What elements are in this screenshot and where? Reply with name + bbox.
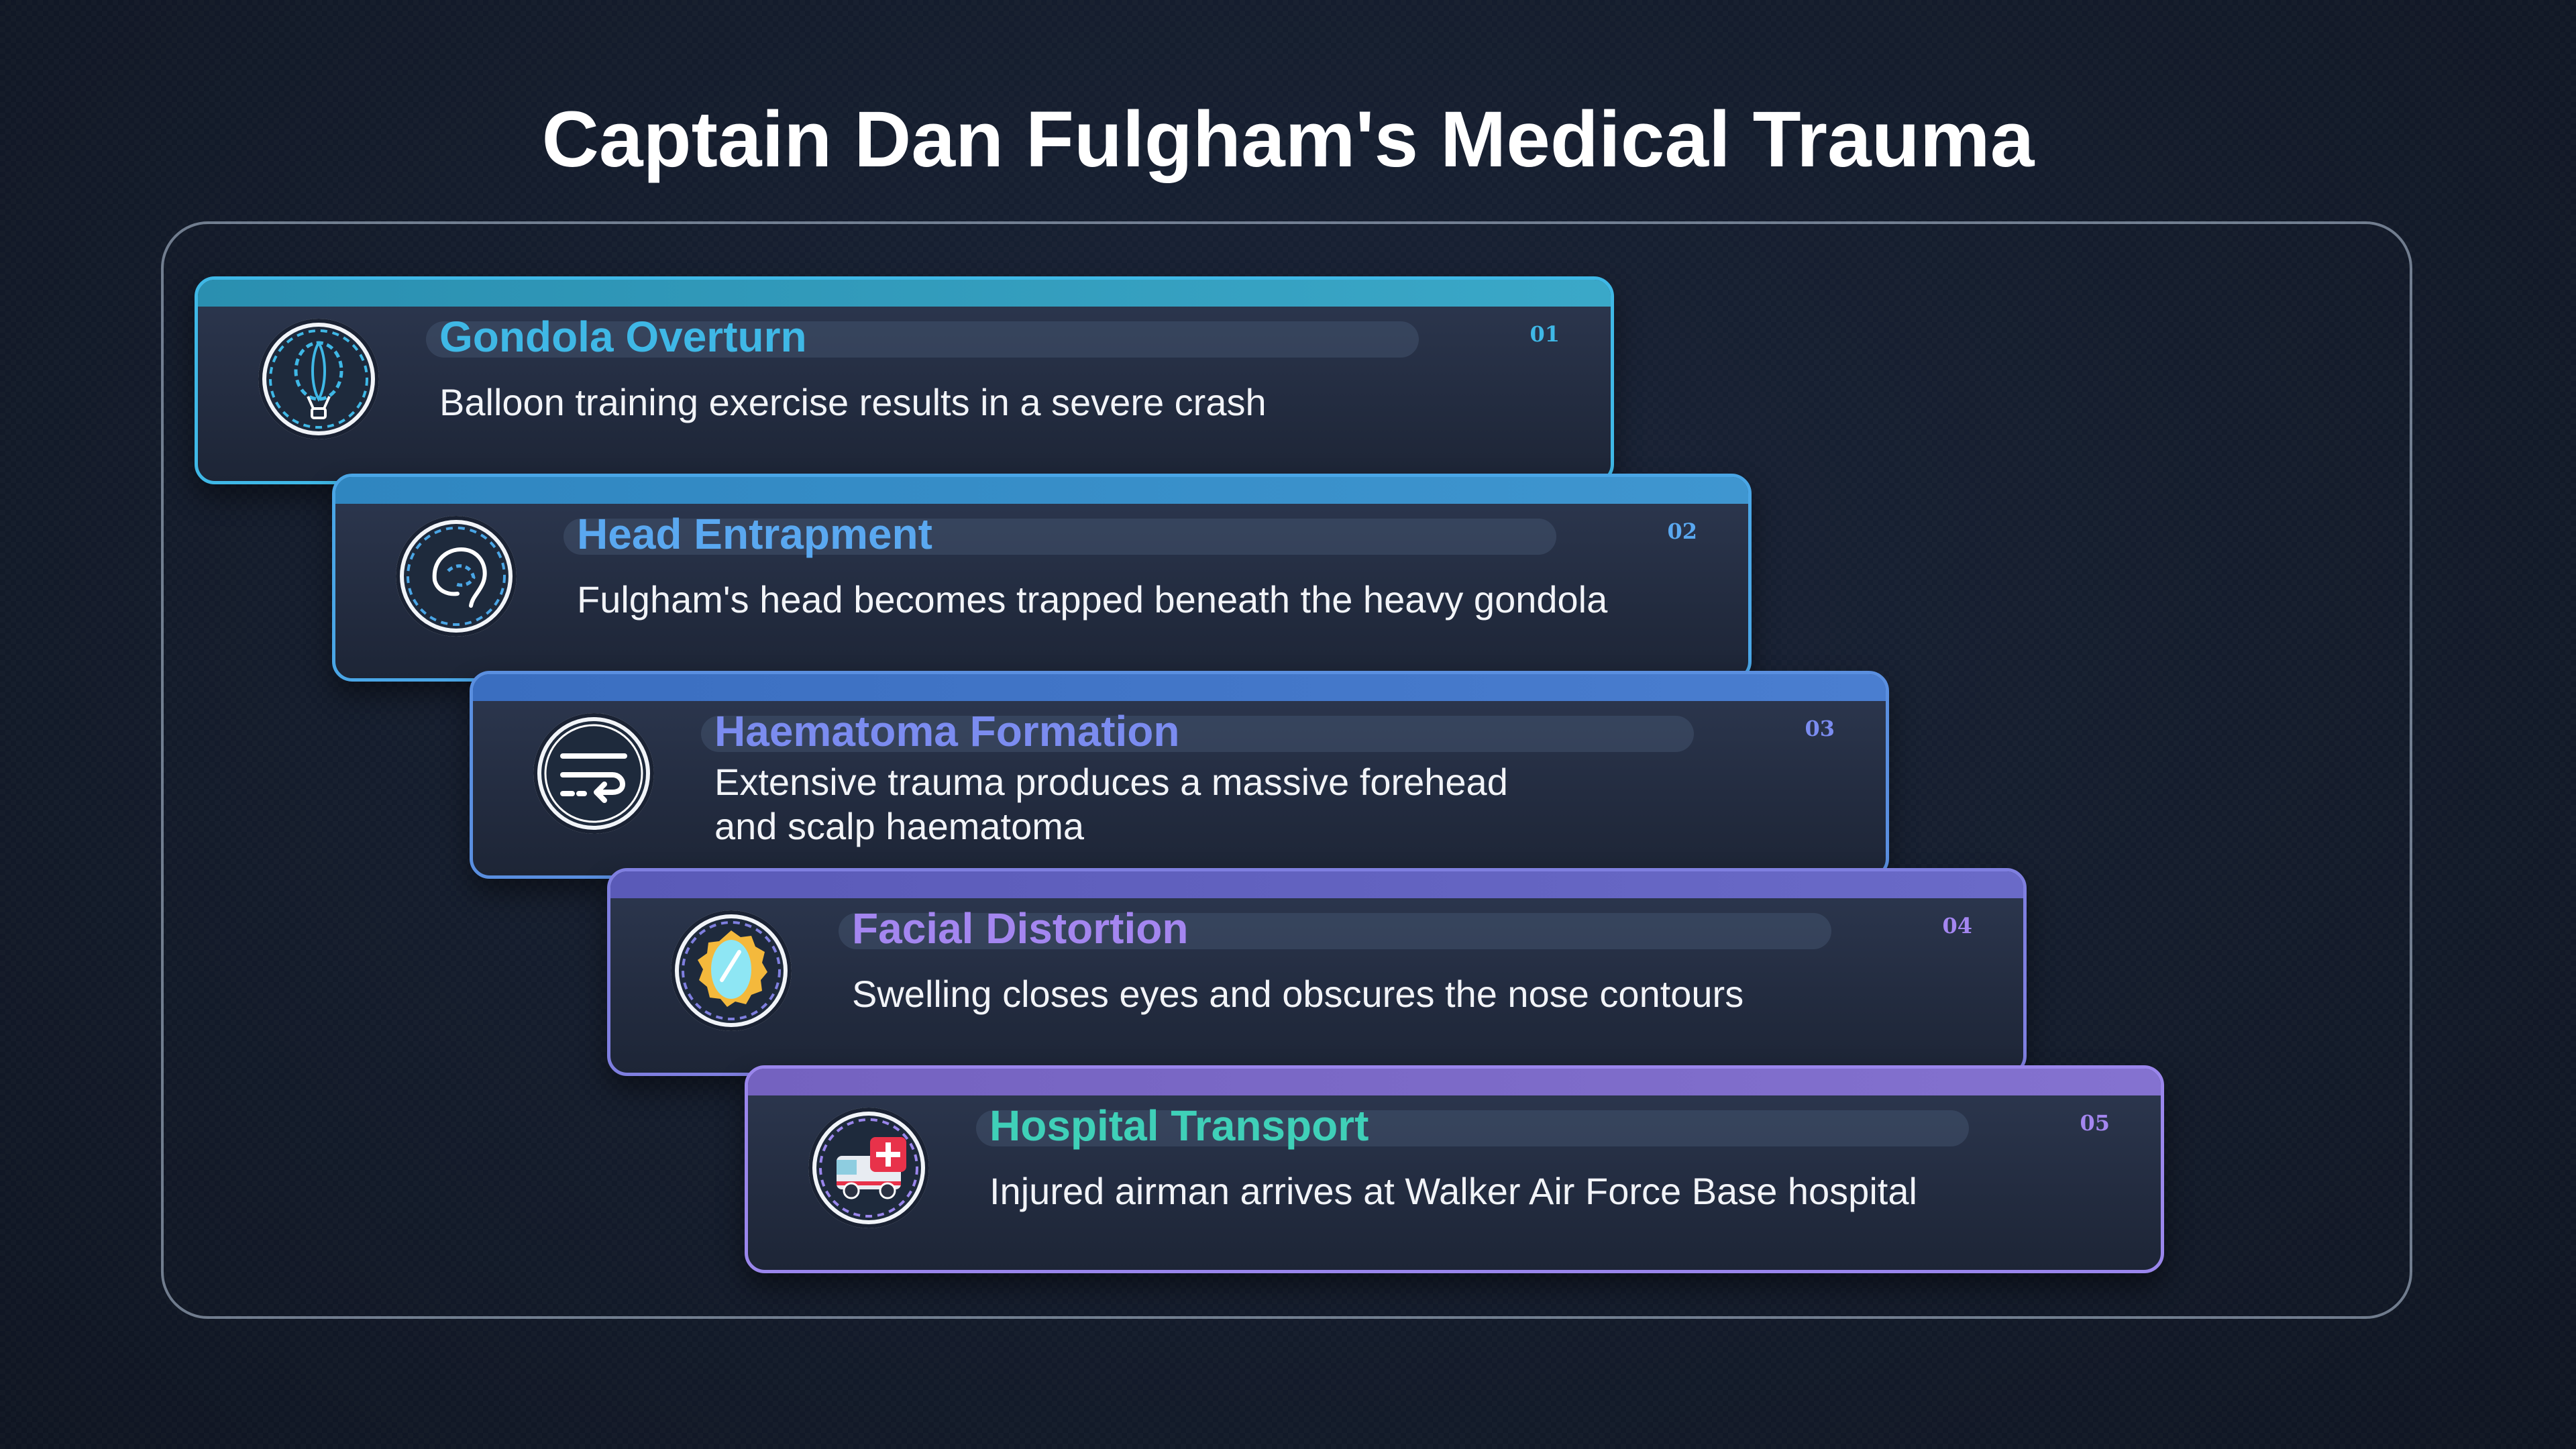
step-card-4: Facial Distortion Swelling closes eyes a… [607,868,2027,1076]
step-heading: Facial Distortion [852,904,1189,953]
step-card-3: Haematoma Formation Extensive trauma pro… [470,671,1889,879]
text-wrap-icon [533,713,654,834]
step-number: 04 [1942,913,1972,938]
step-description: Fulgham's head becomes trapped beneath t… [577,578,1608,621]
step-top-band [198,280,1611,307]
step-number: 01 [1529,321,1560,347]
step-heading: Head Entrapment [577,510,932,558]
step-heading: Haematoma Formation [714,707,1180,755]
step-heading: Hospital Transport [989,1102,1369,1150]
step-description: Balloon training exercise results in a s… [439,381,1267,423]
heading-highlight-bar [701,716,1694,752]
step-number: 03 [1805,716,1835,741]
step-description: Injured airman arrives at Walker Air For… [989,1170,1917,1212]
step-number: 02 [1667,519,1697,544]
step-top-band [748,1069,2161,1095]
step-heading: Gondola Overturn [439,313,807,361]
head-outline-icon [396,516,517,637]
step-card-2: Head Entrapment Fulgham's head becomes t… [332,474,1752,682]
page-title: Captain Dan Fulgham's Medical Trauma [541,95,2035,184]
heading-highlight-bar [564,519,1556,555]
step-top-band [335,477,1748,504]
step-description: Extensive trauma produces a massive fore… [714,761,1508,847]
step-top-band [473,674,1886,701]
step-number: 05 [2080,1110,2110,1136]
ambulance-icon [808,1108,929,1228]
hot-air-balloon-icon [258,319,379,439]
heading-highlight-bar [976,1110,1969,1146]
heading-highlight-bar [426,321,1419,358]
step-description: Swelling closes eyes and obscures the no… [852,973,1744,1015]
heading-highlight-bar [839,913,1831,949]
mirror-icon [671,910,792,1031]
diagram-frame [161,221,2412,1319]
step-top-band [610,871,2023,898]
step-card-1: Gondola Overturn Balloon training exerci… [195,276,1614,484]
step-card-5: Hospital Transport Injured airman arrive… [745,1065,2164,1273]
